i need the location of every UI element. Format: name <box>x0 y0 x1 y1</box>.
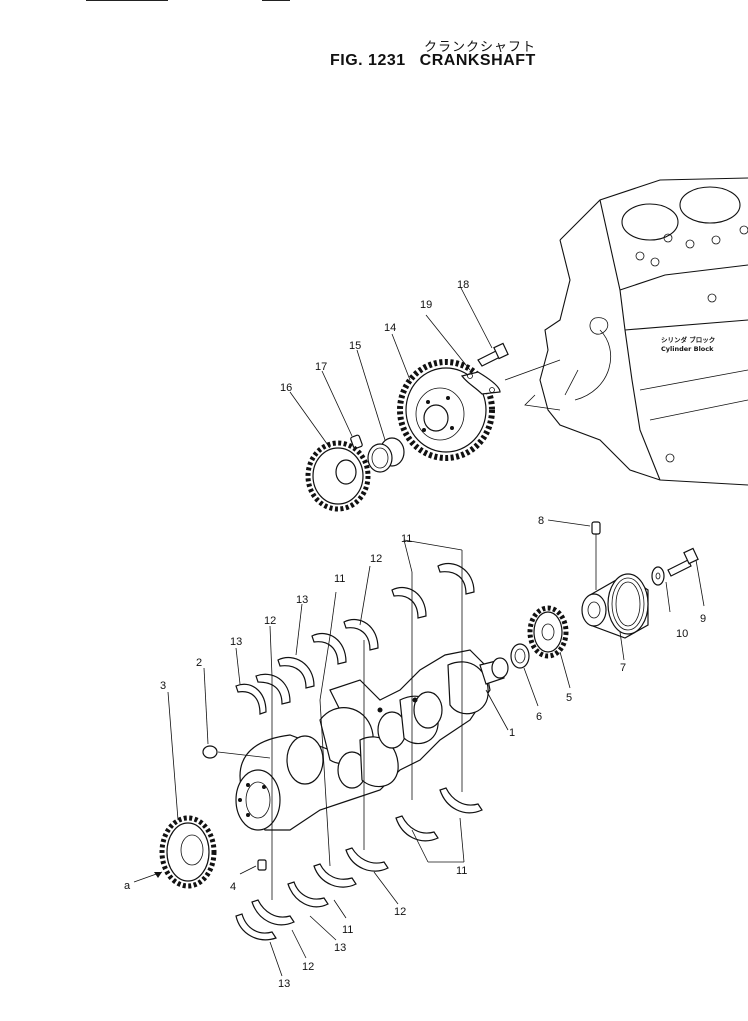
callout-19: 19 <box>420 299 432 311</box>
callout-4: 4 <box>230 881 236 893</box>
callout-7: 7 <box>620 662 626 674</box>
front-seal <box>510 643 530 669</box>
callout-15: 15 <box>349 340 361 352</box>
callout-2: 2 <box>196 657 202 669</box>
callout-numbers: 18 19 14 15 17 16 8 11 12 11 13 12 13 2 … <box>124 279 706 990</box>
callout-8-top: 8 <box>538 515 544 527</box>
gear-key <box>257 859 267 871</box>
callout-12-upper-left: 12 <box>264 615 276 627</box>
callout-9: 9 <box>700 613 706 625</box>
callout-11-top-left: 11 <box>334 573 345 585</box>
small-idler-gear <box>305 440 371 512</box>
upper-bearings <box>235 562 475 715</box>
idler-gear-bolt <box>477 342 509 367</box>
callout-12-top: 12 <box>370 553 382 565</box>
callout-12-bottom-right: 12 <box>394 906 406 918</box>
figure-name: CRANKSHAFT <box>419 52 536 69</box>
callout-3: 3 <box>160 680 166 692</box>
callout-5: 5 <box>566 692 572 704</box>
figure-title-japanese: クランクシャフト <box>424 40 537 55</box>
thrust-plate <box>460 371 501 395</box>
idler-bushing <box>367 437 405 473</box>
idler-gear <box>397 359 495 461</box>
top-rule-left <box>86 0 168 1</box>
pulley-washer <box>651 566 665 586</box>
crankshaft-timing-gear <box>159 815 217 889</box>
block-label-japanese: シリンダ ブロック <box>661 335 715 344</box>
callout-13-upper-left: 13 <box>230 636 242 648</box>
figure-title: FIG. 1231 CRANKSHAFT <box>330 52 536 70</box>
pulley-pin <box>591 521 601 590</box>
top-rule-right <box>262 0 290 1</box>
callout-10: 10 <box>676 628 688 640</box>
callout-17: 17 <box>315 361 327 373</box>
crankshaft <box>235 649 509 831</box>
callout-11-top-right: 11 <box>401 533 412 545</box>
cylinder-block: シリンダ ブロック Cylinder Block <box>524 177 748 486</box>
leader-lines <box>133 287 705 977</box>
callout-18: 18 <box>457 279 469 291</box>
callout-13-bottom-mid: 13 <box>334 942 346 954</box>
figure-number: FIG. 1231 <box>330 52 406 69</box>
gear-pin <box>350 434 363 450</box>
callout-14: 14 <box>384 322 396 334</box>
callout-6: 6 <box>536 711 542 723</box>
callout-1: 1 <box>509 727 515 739</box>
crankshaft-gear <box>527 605 569 659</box>
callout-11-bottom-right: 11 <box>456 865 467 877</box>
callout-asterisk-a: a <box>124 880 131 892</box>
callout-16: 16 <box>280 382 292 394</box>
block-label-english: Cylinder Block <box>661 345 714 353</box>
callout-13-bottom: 13 <box>278 978 290 990</box>
crankshaft-plug <box>202 745 271 759</box>
callout-11-bottom: 11 <box>342 924 353 936</box>
callout-12-bottom: 12 <box>302 961 314 973</box>
callout-13-top: 13 <box>296 594 308 606</box>
crankshaft-pulley <box>581 573 649 639</box>
lower-bearings <box>235 787 483 941</box>
pulley-bolt <box>667 547 699 577</box>
